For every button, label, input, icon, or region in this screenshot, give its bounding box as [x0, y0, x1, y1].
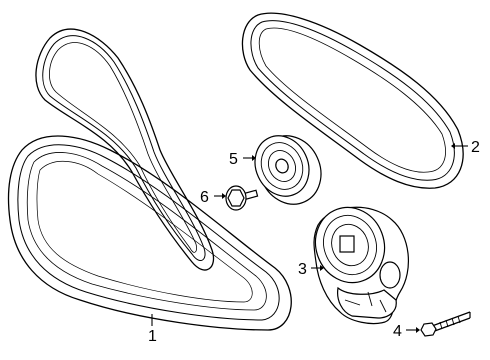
serpentine-belt-short: [241, 12, 464, 189]
callout-4: 4: [393, 323, 402, 340]
tensioner-bolt: [420, 311, 471, 337]
callout-2: 2: [471, 139, 480, 156]
serpentine-belt-long: [7, 28, 292, 331]
callout-6: 6: [200, 189, 209, 206]
leader-lines: [151, 143, 468, 333]
leader-arrow-4: [416, 327, 420, 333]
callout-3: 3: [298, 261, 307, 278]
idler-pulley: [254, 135, 322, 205]
callout-5: 5: [229, 151, 238, 168]
leader-arrow-5: [252, 155, 256, 161]
pulley-bolt: [225, 185, 259, 211]
callout-1: 1: [148, 328, 157, 345]
leader-arrow-2: [451, 143, 455, 149]
leader-arrow-3: [320, 265, 324, 271]
leader-arrow-6: [222, 193, 226, 199]
belt-tensioner: [313, 206, 410, 325]
